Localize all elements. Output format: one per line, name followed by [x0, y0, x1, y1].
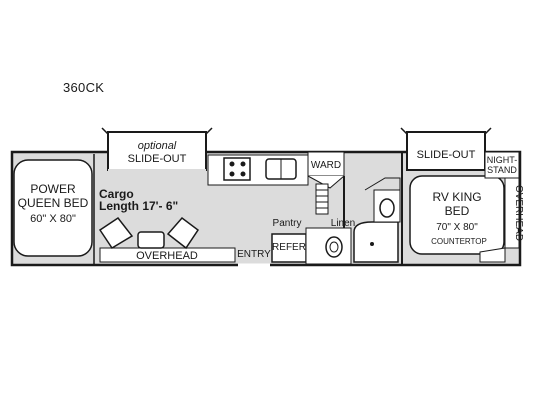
- king-bed-label-2: BED: [445, 204, 470, 218]
- model-label: 360CK: [63, 80, 105, 95]
- seating: [98, 216, 200, 250]
- queen-bed-label-2: QUEEN BED: [18, 196, 89, 210]
- night-stand-label-1: NIGHT-: [487, 155, 518, 165]
- countertop-label: COUNTERTOP: [431, 237, 487, 246]
- power-queen-bed: [13, 159, 93, 257]
- cargo-label-1: Cargo: [99, 187, 134, 201]
- linen-label: Linen: [331, 218, 355, 229]
- queen-bed-label-1: POWER: [30, 182, 76, 196]
- slideout-optional-label: optional: [138, 140, 177, 152]
- slideout-left-label: SLIDE-OUT: [128, 153, 187, 165]
- cargo-label-2: Length 17'- 6": [99, 199, 178, 213]
- overhead-rear-label: OVERHEAD: [513, 185, 524, 241]
- cooktop: [223, 157, 251, 181]
- ward-label: WARD: [311, 160, 341, 171]
- wardrobe: [307, 151, 345, 177]
- overhead-front: [99, 247, 236, 263]
- shower: [353, 221, 399, 263]
- right-slideout-box: [406, 131, 486, 171]
- night-stand: [484, 151, 520, 179]
- night-stand-label-2: STAND: [487, 165, 517, 175]
- king-bed-size: 70" X 80": [436, 222, 478, 233]
- overhead-rear: [504, 177, 520, 249]
- refer-label: REFER: [272, 242, 306, 253]
- queen-bed-size: 60" X 80": [30, 213, 76, 225]
- refer: [271, 233, 307, 263]
- slideout-right-label: SLIDE-OUT: [417, 149, 476, 161]
- vanity-sink: [379, 198, 395, 218]
- pantry-label: Pantry: [273, 218, 302, 229]
- entry-label: ENTRY: [237, 249, 271, 260]
- rv-king-bed: [409, 175, 505, 255]
- king-bed-label-1: RV KING: [432, 190, 481, 204]
- overhead-front-label: OVERHEAD: [136, 250, 198, 262]
